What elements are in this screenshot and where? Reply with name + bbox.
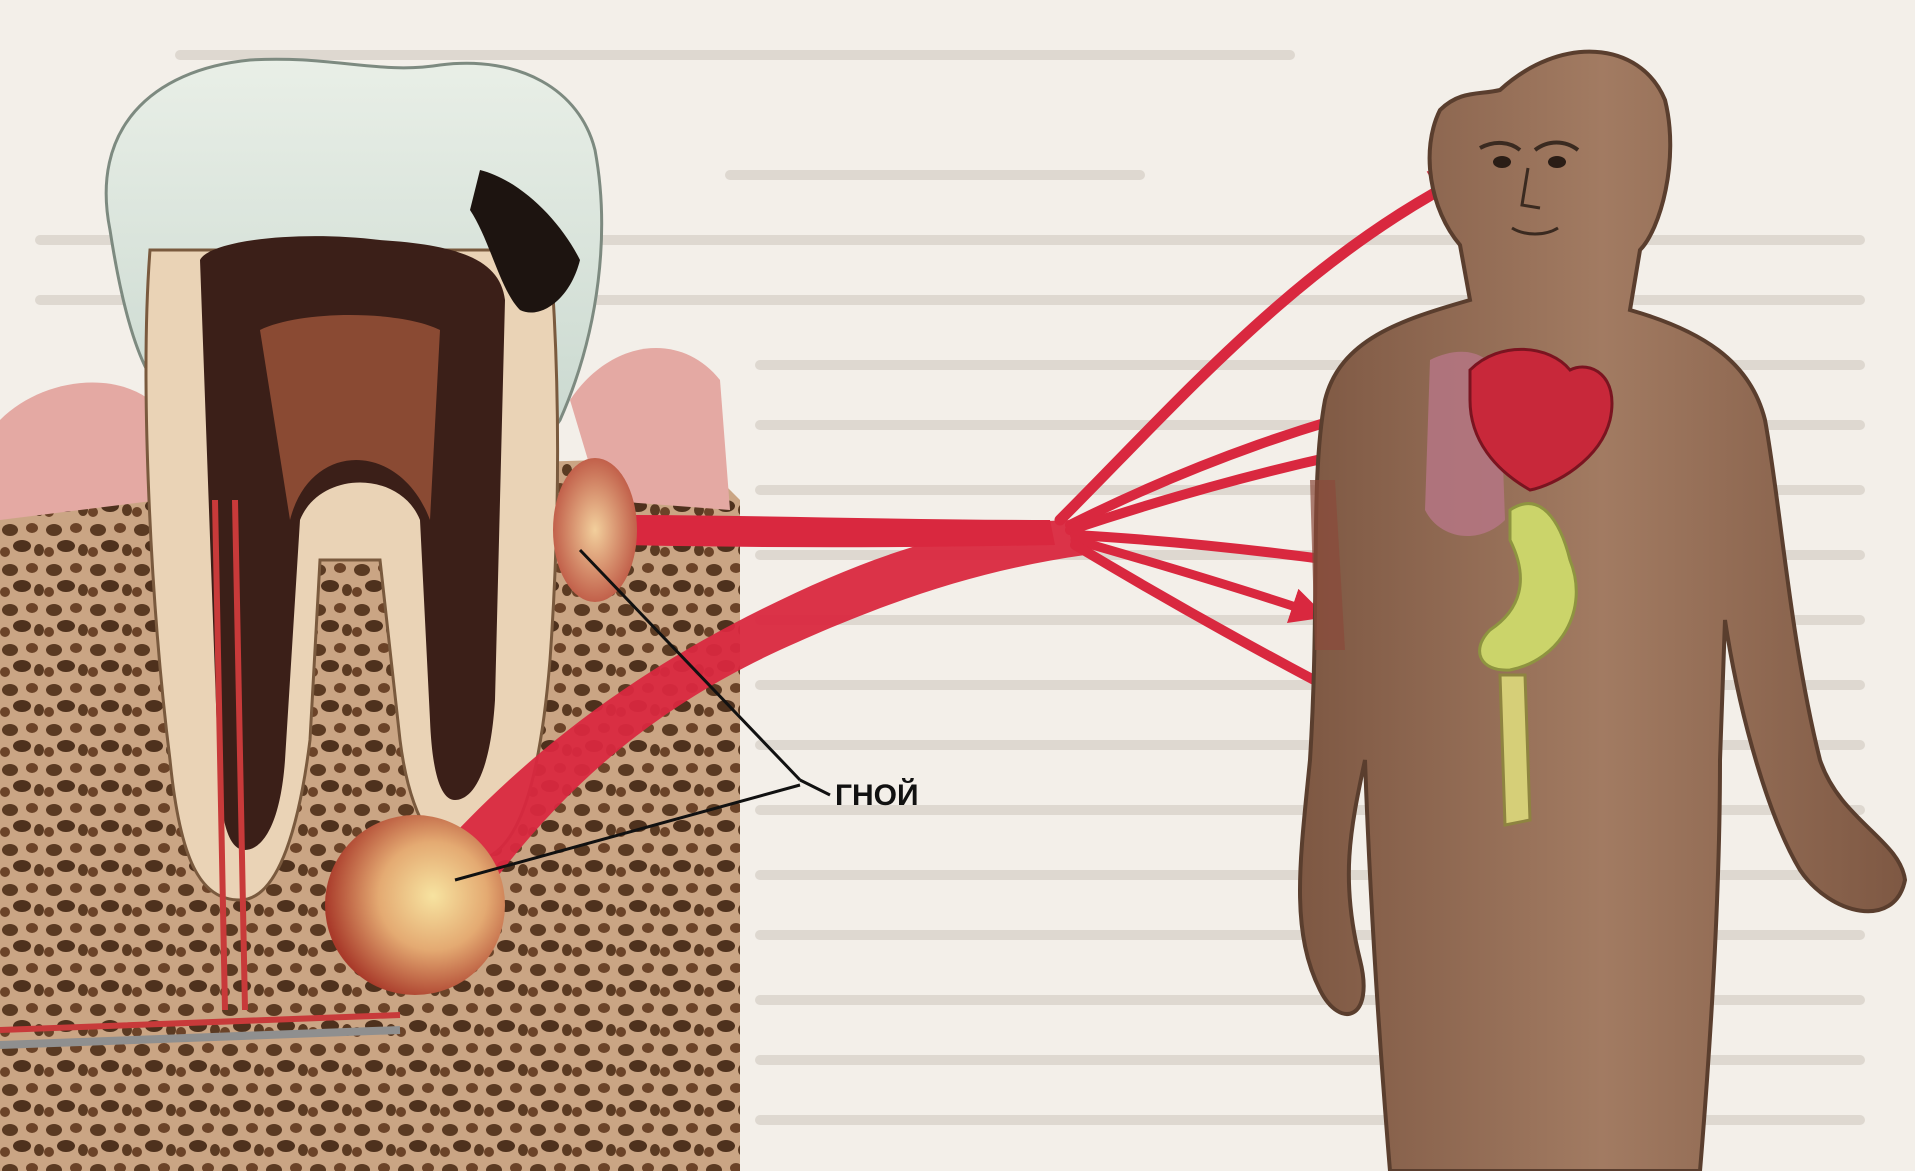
pus-pocket-upper [553,458,637,602]
pointer-join [800,780,830,795]
infection-upper [620,515,1055,547]
intestine [1500,675,1530,825]
eye-left [1493,156,1511,168]
eye-right [1548,156,1566,168]
pus-label: ГНОЙ [835,778,919,812]
abscess [325,815,505,995]
gum-left [0,383,160,520]
